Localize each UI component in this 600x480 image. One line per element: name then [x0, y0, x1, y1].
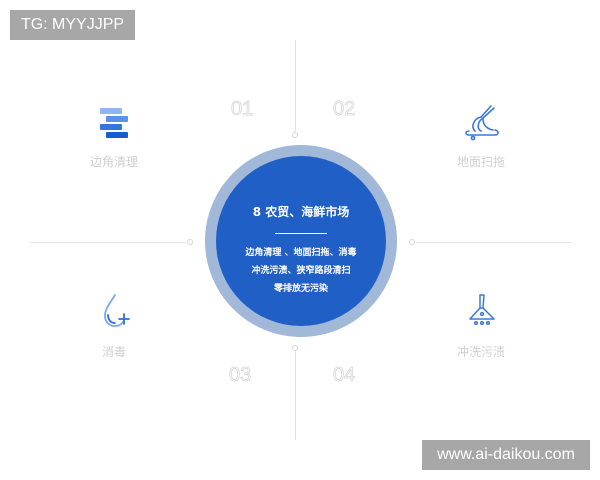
step-number-01: 01 — [231, 98, 254, 121]
connector-line-right — [416, 242, 571, 243]
connector-dot-bottom — [292, 345, 298, 351]
connector-line-bottom — [295, 350, 296, 440]
center-line-2: 冲洗污渍、狭窄路段清扫 — [251, 266, 351, 276]
item-stain-flushing: 冲洗污渍 — [431, 293, 531, 360]
connector-dot-top — [292, 132, 298, 138]
step-number-03: 03 — [229, 364, 252, 387]
item-disinfection: 消毒 — [64, 293, 164, 360]
stacked-bars-icon — [94, 103, 134, 143]
spray-nozzle-icon — [461, 293, 501, 333]
step-number-04: 04 — [333, 364, 356, 387]
step-number-02: 02 — [333, 98, 356, 121]
connector-line-top — [295, 40, 296, 132]
center-description: 边角清理 、地面扫拖、消毒 冲洗污渍、狭窄路段清扫 零排放无污染 — [216, 244, 386, 298]
watermark-top-left: TG: MYYJJPP — [10, 10, 135, 40]
item-corner-cleaning: 边角清理 — [64, 103, 164, 170]
center-divider — [275, 233, 327, 234]
center-circle: 8 农贸、海鲜市场 边角清理 、地面扫拖、消毒 冲洗污渍、狭窄路段清扫 零排放无… — [216, 156, 386, 326]
item-label: 边角清理 — [89, 155, 138, 169]
center-line-1: 边角清理 、地面扫拖、消毒 — [245, 248, 357, 258]
item-floor-mopping: 地面扫拖 — [431, 103, 531, 170]
connector-dot-left — [187, 239, 193, 245]
connector-line-left — [30, 242, 185, 243]
mop-icon — [461, 103, 501, 143]
connector-dot-right — [409, 239, 415, 245]
item-label: 地面扫拖 — [456, 155, 505, 169]
item-label: 冲洗污渍 — [456, 345, 505, 359]
water-drop-plus-icon — [94, 293, 134, 333]
center-line-3: 零排放无污染 — [273, 284, 328, 294]
center-title: 8 农贸、海鲜市场 — [252, 205, 350, 219]
watermark-bottom-right: www.ai-daikou.com — [422, 440, 590, 470]
item-label: 消毒 — [101, 345, 126, 359]
